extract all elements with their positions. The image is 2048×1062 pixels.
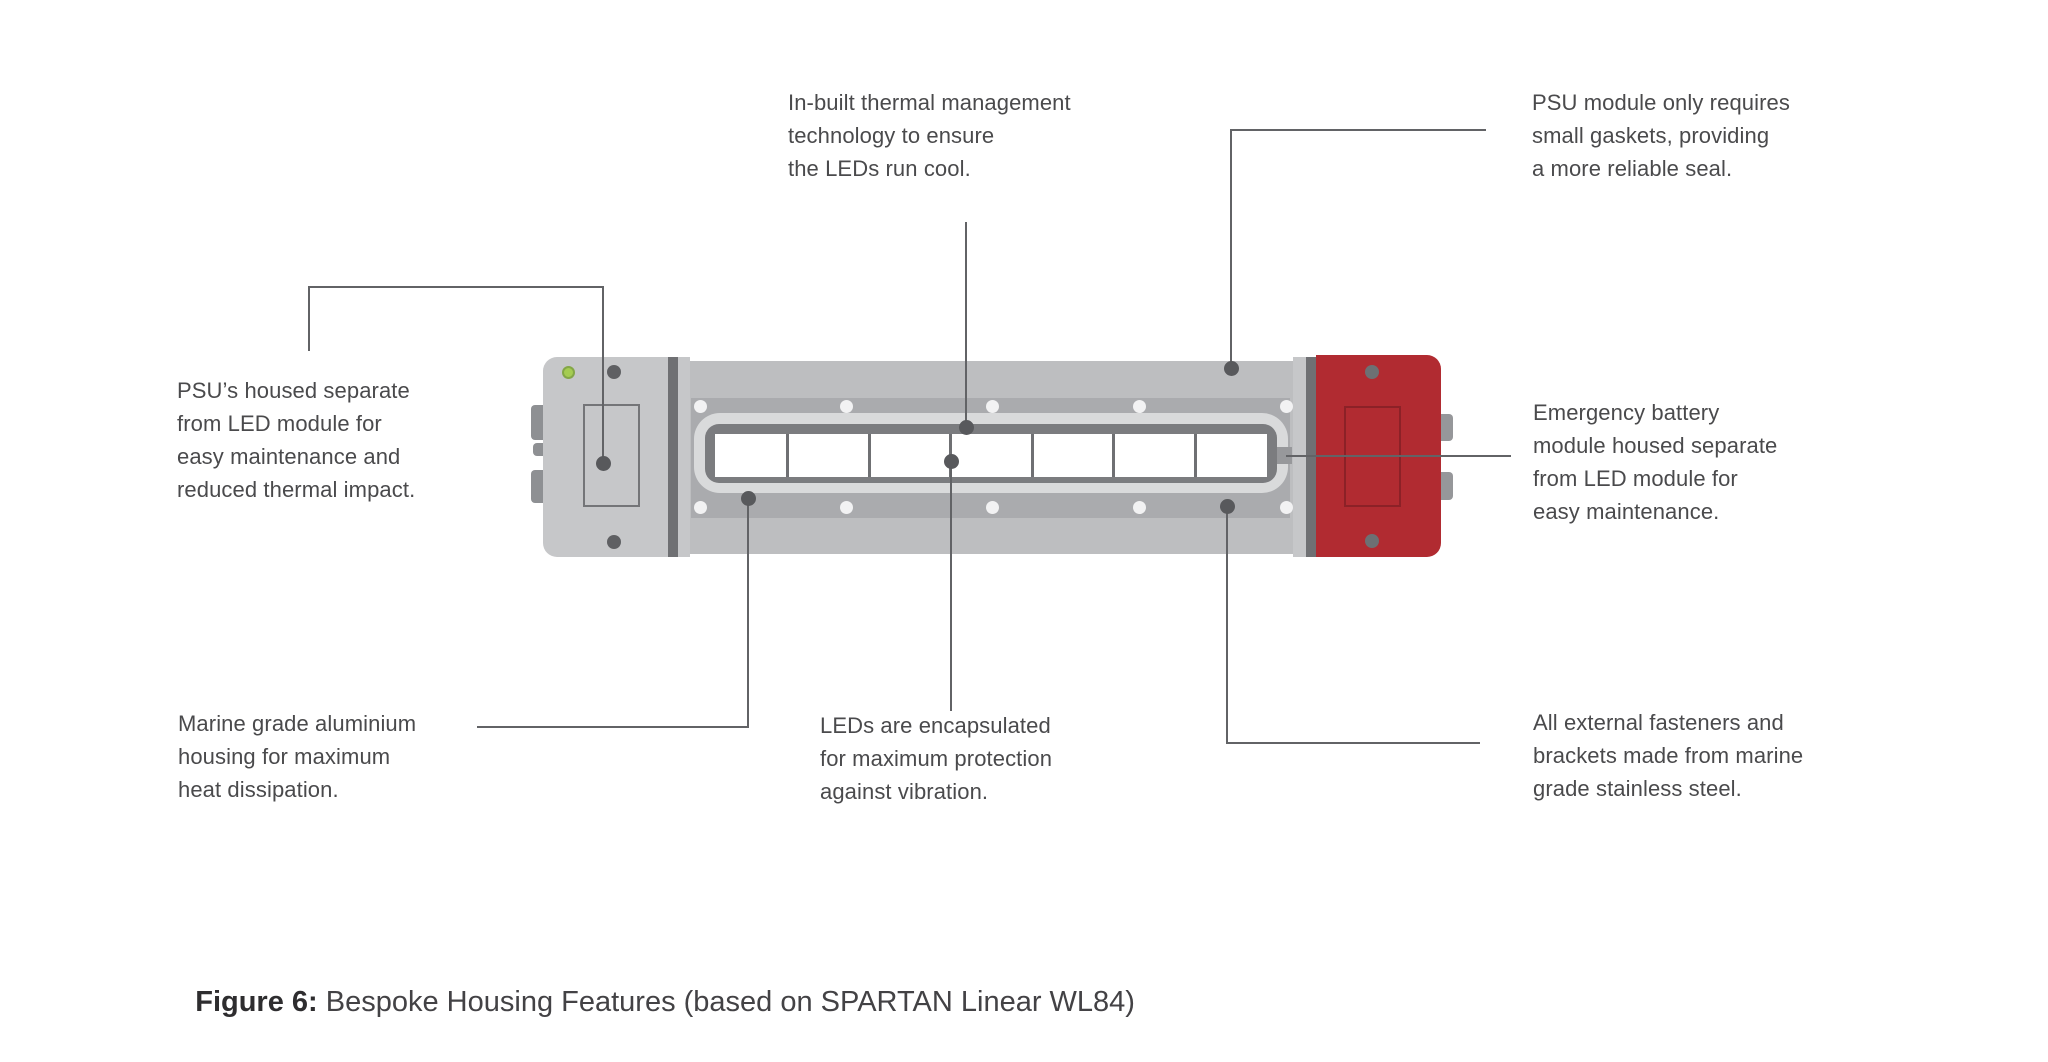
leader-segment (1286, 455, 1511, 457)
panel-screw-icon (1133, 501, 1146, 514)
leader-segment (747, 498, 749, 728)
leader-segment (1226, 506, 1228, 744)
leader-segment (308, 287, 310, 351)
panel-screw-icon (1133, 400, 1146, 413)
end-cap-stripe (668, 357, 678, 557)
panel-screw-icon (694, 400, 707, 413)
status-led-indicator-icon (562, 366, 575, 379)
callout-marine: Marine grade aluminium housing for maxim… (178, 711, 417, 802)
panel-screw-icon (840, 400, 853, 413)
leader-dot (596, 456, 611, 471)
leader-segment (1230, 129, 1232, 368)
figure-caption: Figure 6: Bespoke Housing Features (base… (163, 948, 1135, 1056)
led-window-divider (786, 434, 789, 477)
panel-screw-icon (840, 501, 853, 514)
figure-caption-text: Bespoke Housing Features (based on SPART… (317, 986, 1135, 1018)
end-cap-stripe (1306, 357, 1316, 557)
leader-dot (1220, 499, 1235, 514)
callout-gaskets: PSU module only requires small gaskets, … (1532, 90, 1790, 181)
leader-segment (1226, 742, 1480, 744)
callout-battery: Emergency battery module housed separate… (1533, 400, 1778, 524)
panel-screw-icon (694, 501, 707, 514)
screw-icon (607, 535, 621, 549)
leader-segment (602, 286, 604, 463)
callout-leds: LEDs are encapsulated for maximum protec… (820, 713, 1053, 804)
panel-screw-icon (986, 501, 999, 514)
led-window-divider (868, 434, 871, 477)
psu-compartment-outline (583, 404, 640, 507)
led-window-divider (1112, 434, 1115, 477)
screw-icon (1365, 365, 1379, 379)
leader-segment (950, 461, 952, 711)
psu-end-cap (543, 357, 690, 557)
leader-dot (944, 454, 959, 469)
bracket-tab (1439, 472, 1453, 500)
leader-dot (959, 420, 974, 435)
leader-segment (965, 222, 967, 427)
screw-icon (607, 365, 621, 379)
figure-caption-label: Figure 6: (195, 986, 318, 1018)
panel-screw-icon (1280, 400, 1293, 413)
bracket-tab (1439, 414, 1453, 441)
led-window-divider (1031, 434, 1034, 477)
panel-screw-icon (986, 400, 999, 413)
leader-segment (308, 286, 604, 288)
panel-screw-icon (1280, 501, 1293, 514)
leader-segment (1230, 129, 1486, 131)
connector-tab (1277, 447, 1292, 464)
leader-dot (1224, 361, 1239, 376)
leader-dot (741, 491, 756, 506)
led-window-strip (715, 434, 1267, 477)
led-window-divider (1194, 434, 1197, 477)
screw-icon (1365, 534, 1379, 548)
leader-segment (477, 726, 749, 728)
callout-fasteners: All external fasteners and brackets made… (1533, 710, 1804, 801)
callout-thermal: In-built thermal management technology t… (788, 90, 1071, 181)
callout-psu-housing: PSU’s housed separate from LED module fo… (177, 378, 416, 502)
